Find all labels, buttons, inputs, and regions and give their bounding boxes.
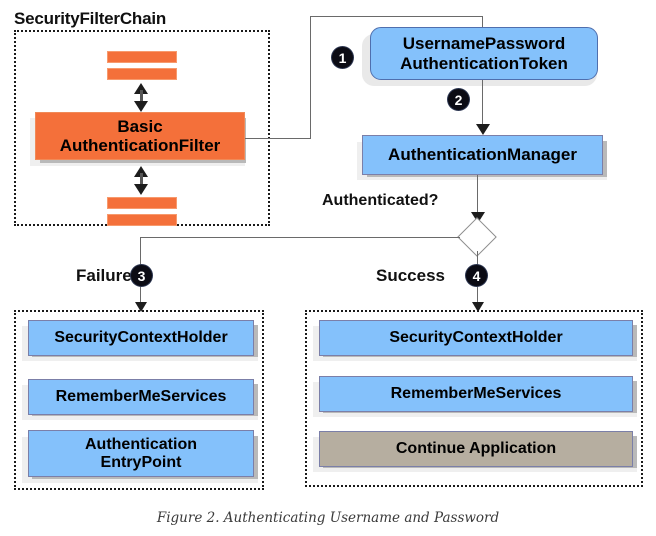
filter-bar-top-1 [107,51,177,63]
basic-authentication-filter-node[interactable]: Basic AuthenticationFilter [35,112,245,160]
failure-item-remember-me-services[interactable]: RememberMeServices [28,379,254,415]
step-badge-1: 1 [332,47,353,68]
filter-bar-bottom-2 [107,214,177,226]
filter-bar-bottom-1 [107,197,177,209]
step-badge-4: 4 [466,265,487,286]
failure-group-container [14,310,264,490]
filter-downlink-arrow-down [134,184,148,195]
token-entry-line [482,16,483,32]
failure-branch-arrow [135,302,147,312]
authentication-manager-node[interactable]: AuthenticationManager [362,135,603,175]
success-item-continue-application[interactable]: Continue Application [319,431,633,467]
filter-to-token-segment-horizontal-upper [310,16,483,17]
success-branch-label: Success [376,266,445,285]
authenticated-condition-label: Authenticated? [322,192,439,209]
filter-to-token-segment-vertical [310,16,311,139]
security-filter-chain-title: SecurityFilterChain [14,9,167,28]
filter-bar-top-2 [107,68,177,80]
filter-uplink-arrow-up [134,83,148,94]
filter-downlink-line [140,173,143,187]
step-badge-3: 3 [131,265,152,286]
manager-to-decision-line [477,175,478,219]
success-group-container [305,310,643,487]
failure-branch-horizontal-line [140,237,460,238]
success-item-security-context-holder[interactable]: SecurityContextHolder [319,320,633,356]
failure-item-authentication-entry-point[interactable]: Authentication EntryPoint [28,430,254,477]
failure-branch-label: Failure [76,266,132,285]
token-to-manager-line [482,80,483,126]
filter-uplink-arrow-down [134,101,148,112]
failure-item-security-context-holder[interactable]: SecurityContextHolder [28,320,254,356]
filter-to-token-segment-horizontal-lower [245,138,311,139]
username-password-authentication-token-node[interactable]: UsernamePassword AuthenticationToken [370,27,598,80]
success-item-remember-me-services[interactable]: RememberMeServices [319,376,633,412]
figure-caption: Figure 2. Authenticating Username and Pa… [156,510,500,526]
step-badge-2: 2 [448,89,469,110]
filter-downlink-arrow-up [134,166,148,177]
filter-uplink-line [140,90,143,104]
token-to-manager-arrow [476,124,490,135]
success-branch-arrow [472,302,484,312]
